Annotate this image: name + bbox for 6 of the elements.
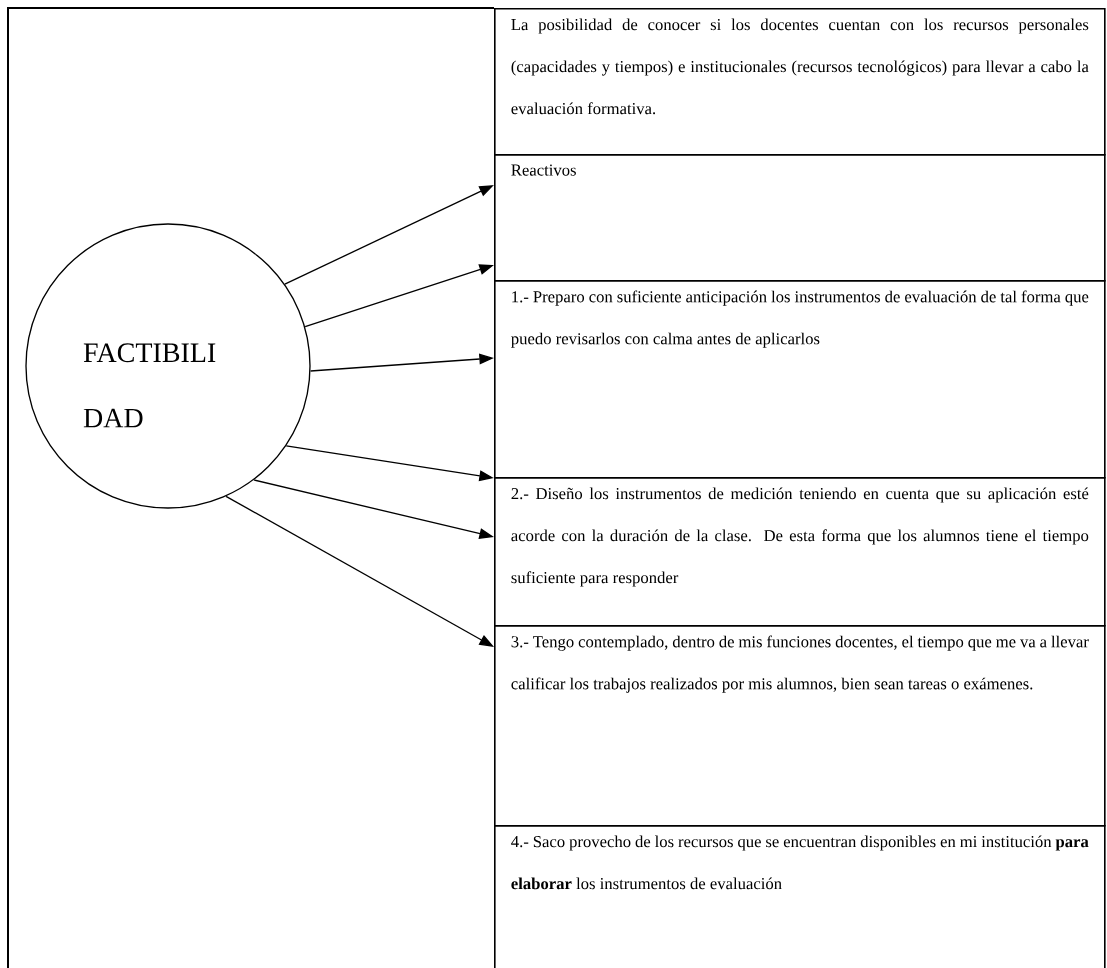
table-cell: La posibilidad de conocer si los docentes cuentan con los recursos personales (capacidades y tiempos) e institucionales (recursos tecnológicos) para llevar a cabo la evaluación formativa.: [494, 8, 1106, 156]
table-cell: 1.- Preparo con suficiente anticipación los instrumentos de evaluación de tal forma que puedo revisarlos con calma antes de aplicarlos: [494, 280, 1106, 479]
table-cell: 2.- Diseño los instrumentos de medición teniendo en cuenta que su aplicación esté acorde con la duración de la clase. De esta forma que los alumnos tiene el tiempo suficiente para responder: [494, 477, 1106, 627]
table-cell: Reactivos: [494, 154, 1106, 282]
table-cell: 4.- Saco provecho de los recursos que se encuentran disponibles en mi institución para elaborar los instrumentos de evaluación: [494, 825, 1106, 968]
table-cell: 3.- Tengo contemplado, dentro de mis funciones docentes, el tiempo que me va a llevar calificar los trabajos realizados por mis alumnos, bien sean tareas o exámenes.: [494, 625, 1106, 827]
